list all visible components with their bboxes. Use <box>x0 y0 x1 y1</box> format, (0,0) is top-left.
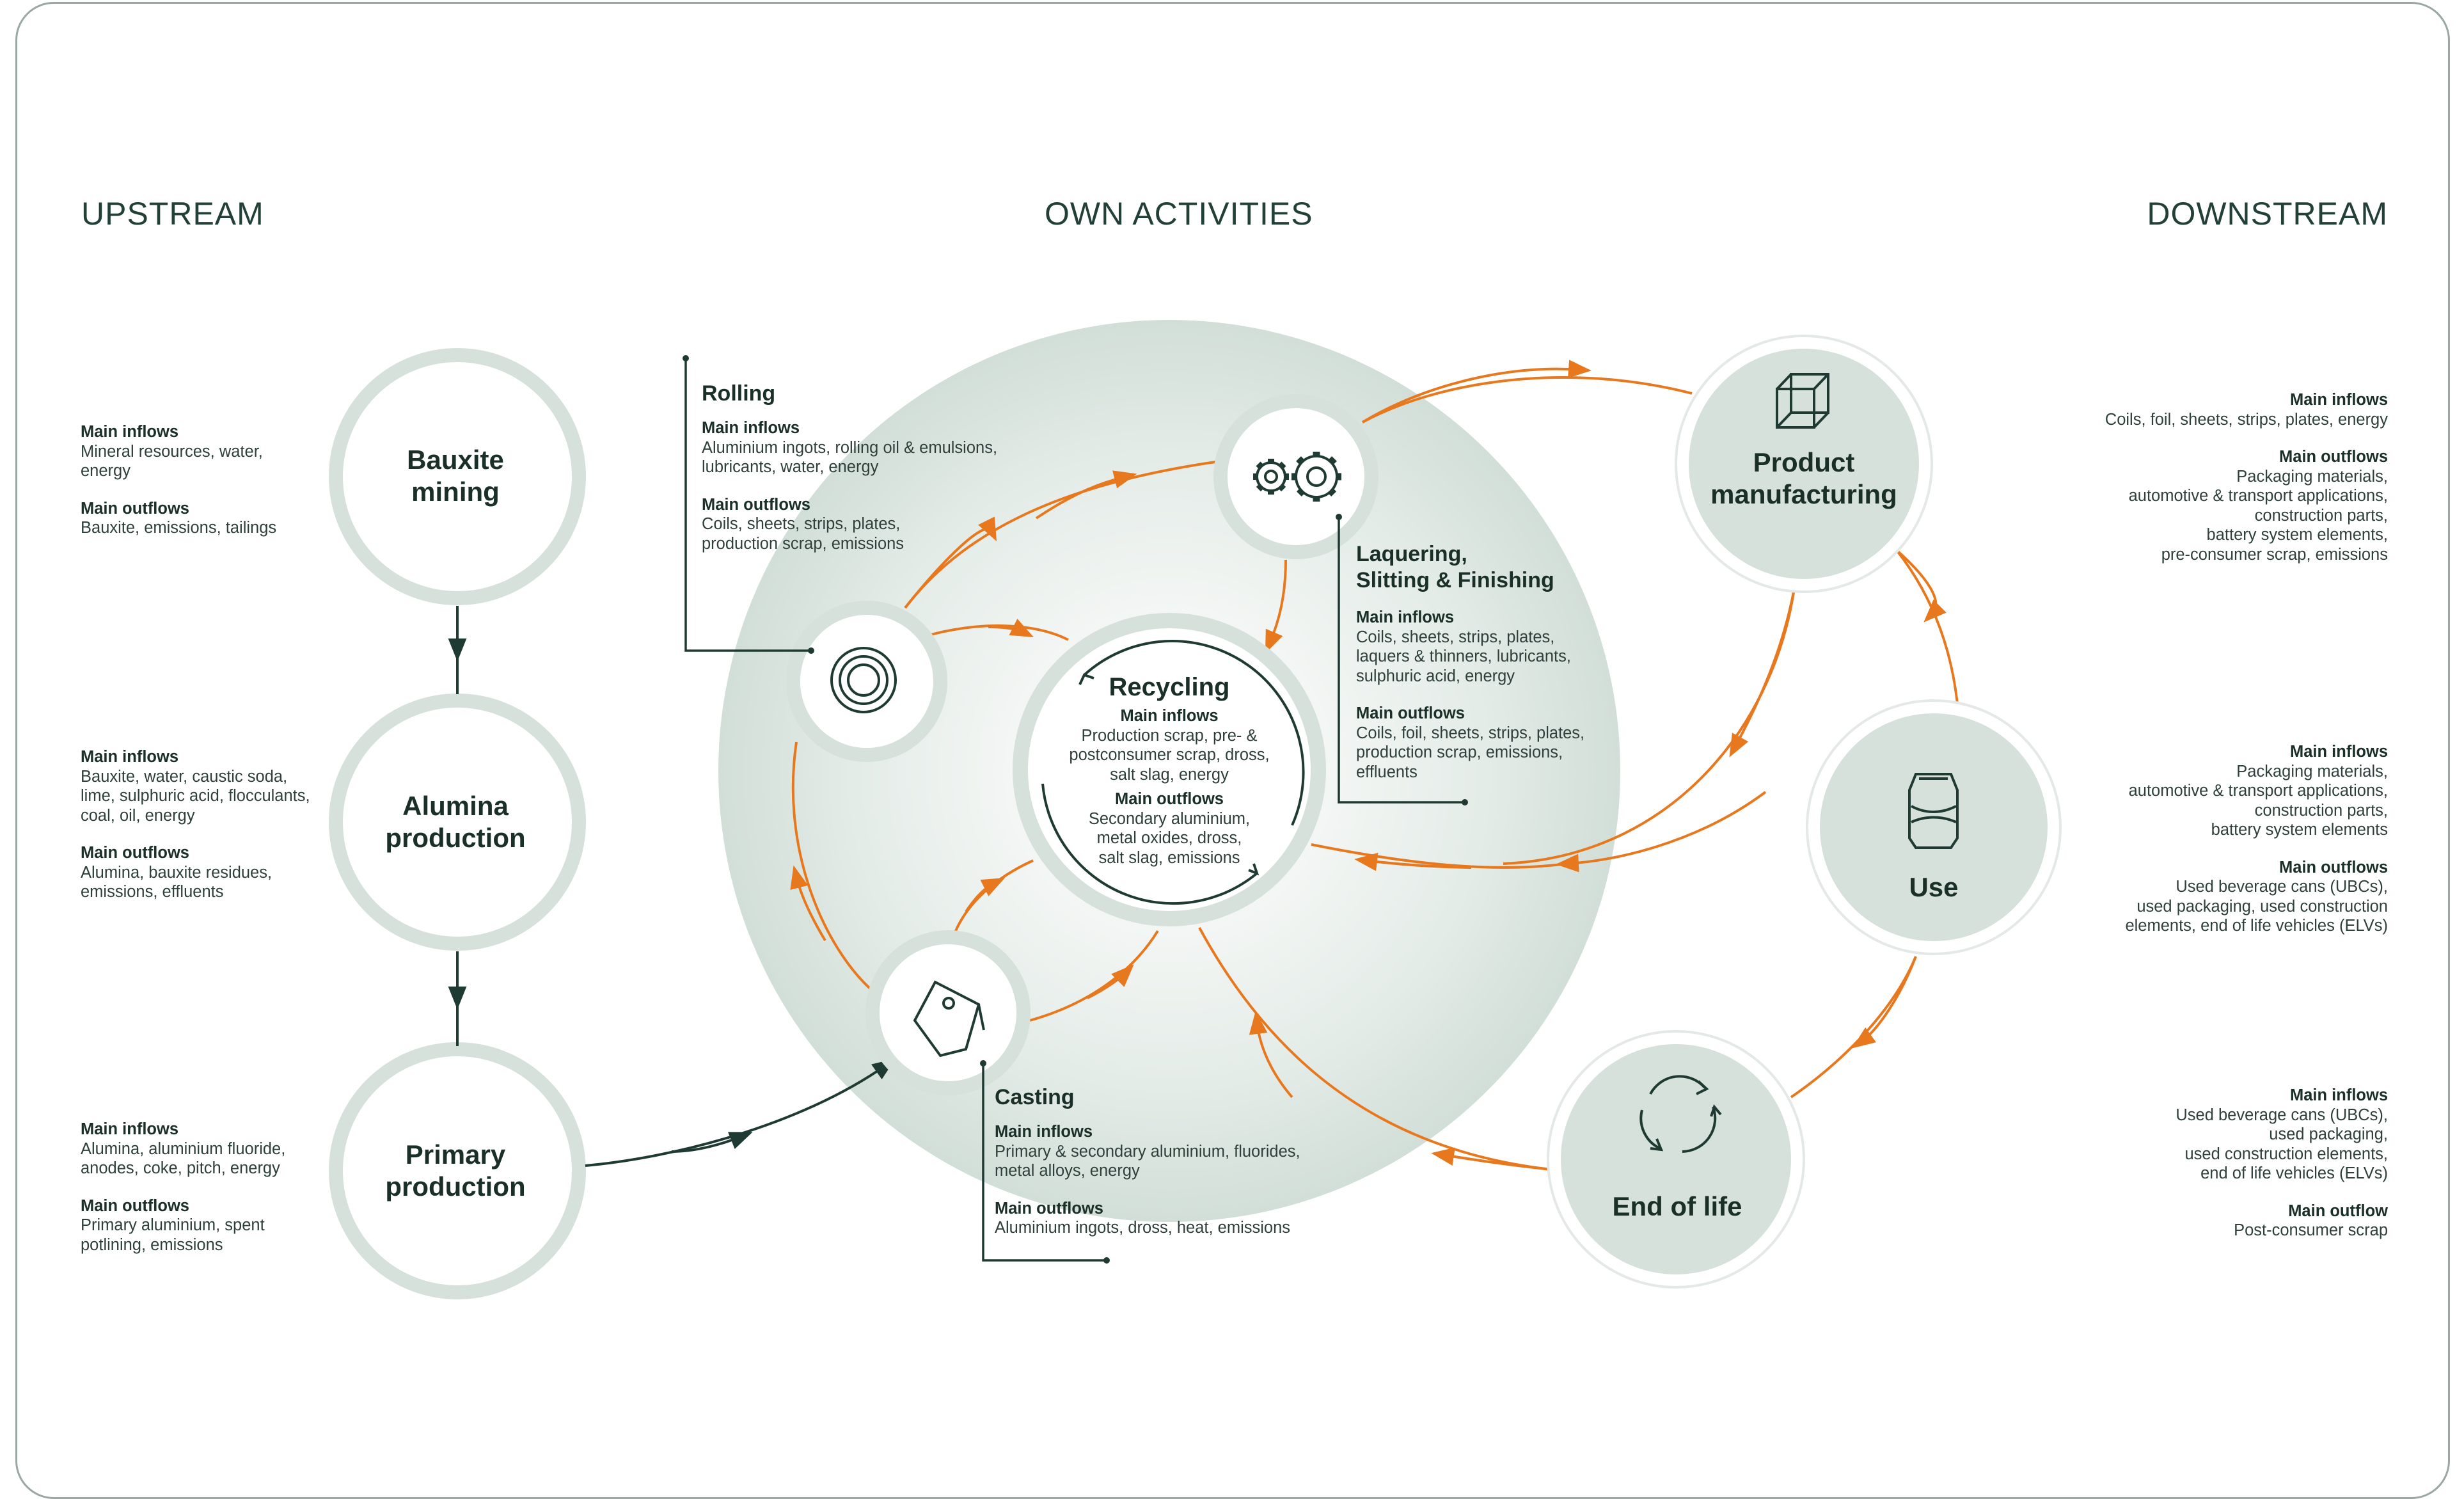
manufacturing-outflows-label: Main outflows <box>2279 448 2388 466</box>
upstream-arrows <box>448 606 896 1167</box>
casting-inflows-label: Main inflows <box>995 1123 1093 1141</box>
cube-icon <box>1776 373 1829 429</box>
manufacturing-node <box>1675 335 1933 593</box>
end-of-life-outflow-label: Main outflow <box>2288 1202 2388 1220</box>
primary-outflows-label: Main outflows <box>81 1196 189 1215</box>
primary-title: Primary production <box>385 1139 526 1202</box>
use-outflows: Used beverage cans (UBCs), used packagin… <box>2125 878 2388 935</box>
orange-flows <box>790 360 1959 1171</box>
rolling-outflows-label: Main outflows <box>702 495 810 514</box>
casting-outflows-label: Main outflows <box>995 1199 1103 1217</box>
bauxite-node <box>329 348 586 605</box>
primary-outflows: Primary aluminium, spent potlining, emis… <box>81 1216 265 1254</box>
recycling-inflows-label: Main inflows <box>1120 707 1219 725</box>
alumina-inflows-label: Main inflows <box>81 748 178 766</box>
downstream-header: DOWNSTREAM <box>2147 196 2388 232</box>
rolling-title: Rolling <box>702 381 776 406</box>
coil-icon <box>830 647 897 713</box>
recycling-title: Recycling <box>1109 673 1230 701</box>
use-inflows: Packaging materials, automotive & transp… <box>2128 762 2388 839</box>
casting-outflows: Aluminium ingots, dross, heat, emissions <box>995 1219 1291 1237</box>
own-activities-header: OWN ACTIVITIES <box>1045 196 1313 232</box>
primary-node <box>329 1042 586 1299</box>
alumina-node <box>329 694 586 951</box>
bauxite-inflows: Mineral resources, water, energy <box>81 442 263 480</box>
alumina-outflows-label: Main outflows <box>81 844 189 862</box>
casting-title: Casting <box>995 1085 1075 1109</box>
recycling-outflows-label: Main outflows <box>1115 790 1224 808</box>
casting-inflows: Primary & secondary aluminium, fluorides… <box>995 1142 1300 1180</box>
use-node <box>1806 699 2062 955</box>
laquering-outflows-label: Main outflows <box>1356 704 1465 722</box>
end-of-life-inflows: Used beverage cans (UBCs), used packagin… <box>2176 1106 2388 1183</box>
rolling-inflows-label: Main inflows <box>702 419 800 437</box>
recycle-icon <box>1639 1075 1722 1153</box>
alumina-title: Alumina production <box>385 791 526 853</box>
primary-inflows-label: Main inflows <box>81 1120 178 1138</box>
use-outflows-label: Main outflows <box>2279 858 2388 876</box>
gears-icon <box>1253 452 1341 502</box>
alumina-inflows: Bauxite, water, caustic soda, lime, sulp… <box>81 767 310 825</box>
recycling-outflows: Secondary aluminium, metal oxides, dross… <box>1088 809 1251 867</box>
callout-lines <box>684 358 1465 1262</box>
laquering-inflows-label: Main inflows <box>1356 608 1454 626</box>
bauxite-inflows-label: Main inflows <box>81 423 178 441</box>
bauxite-outflows-label: Main outflows <box>81 499 189 518</box>
end-of-life-node <box>1547 1030 1805 1289</box>
laquering-inflows: Coils, sheets, strips, plates, laquers &… <box>1356 628 1571 685</box>
laquering-outflows: Coils, foil, sheets, strips, plates, pro… <box>1356 724 1585 781</box>
laquering-title: Laquering, Slitting & Finishing <box>1356 542 1554 592</box>
casting-node <box>865 930 1031 1095</box>
use-inflows-label: Main inflows <box>2290 743 2388 761</box>
rolling-outflows: Coils, sheets, strips, plates, productio… <box>702 515 904 553</box>
primary-inflows: Alumina, aluminium fluoride, anodes, cok… <box>81 1139 286 1178</box>
rolling-inflows: Aluminium ingots, rolling oil & emulsion… <box>702 438 998 477</box>
manufacturing-inflows-label: Main inflows <box>2290 391 2388 409</box>
end-of-life-inflows-label: Main inflows <box>2290 1086 2388 1104</box>
use-title: Use <box>1909 872 1959 902</box>
end-of-life-title: End of life <box>1612 1191 1742 1221</box>
crucible-icon <box>913 980 985 1058</box>
upstream-header: UPSTREAM <box>81 196 264 232</box>
end-of-life-outflow: Post-consumer scrap <box>2234 1221 2388 1239</box>
manufacturing-outflows: Packaging materials, automotive & transp… <box>2128 467 2388 564</box>
recycling-inflows: Production scrap, pre- & postconsumer sc… <box>1069 726 1270 784</box>
bauxite-title: Bauxite mining <box>407 445 504 507</box>
bauxite-outflows: Bauxite, emissions, tailings <box>81 519 277 537</box>
manufacturing-inflows: Coils, foil, sheets, strips, plates, ene… <box>2105 410 2388 429</box>
can-icon <box>1908 773 1959 849</box>
alumina-outflows: Alumina, bauxite residues, emissions, ef… <box>81 863 272 901</box>
recycling-node <box>1013 613 1326 926</box>
rolling-node <box>786 601 947 762</box>
manufacturing-title: Product manufacturing <box>1710 447 1897 509</box>
